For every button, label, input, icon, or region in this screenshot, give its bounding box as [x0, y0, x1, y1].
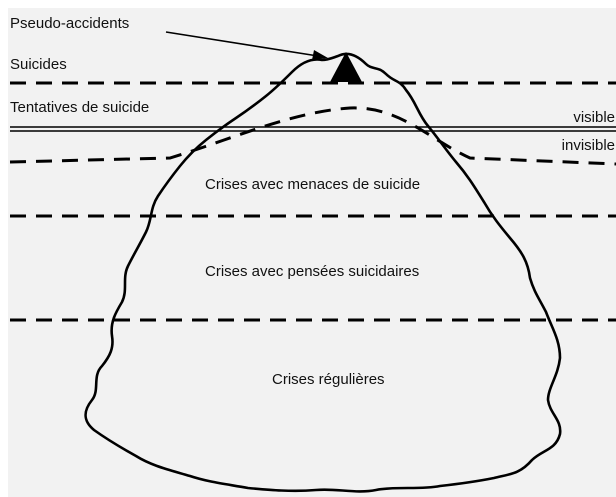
- pseudo-accidents-triangle: [330, 52, 362, 82]
- background: [8, 8, 616, 497]
- label-pensees: Crises avec pensées suicidaires: [205, 263, 419, 280]
- pseudo-accidents-arrowhead: [312, 50, 328, 60]
- label-tentatives: Tentatives de suicide: [10, 99, 149, 116]
- label-suicides: Suicides: [10, 56, 67, 73]
- label-regulieres: Crises régulières: [272, 371, 385, 388]
- iceberg-outline: [84, 52, 562, 493]
- label-pseudo-accidents: Pseudo-accidents: [10, 15, 129, 32]
- label-invisible: invisible: [562, 137, 615, 154]
- label-menaces: Crises avec menaces de suicide: [205, 176, 420, 193]
- label-visible: visible: [573, 109, 615, 126]
- pseudo-accidents-pointer: [165, 31, 319, 57]
